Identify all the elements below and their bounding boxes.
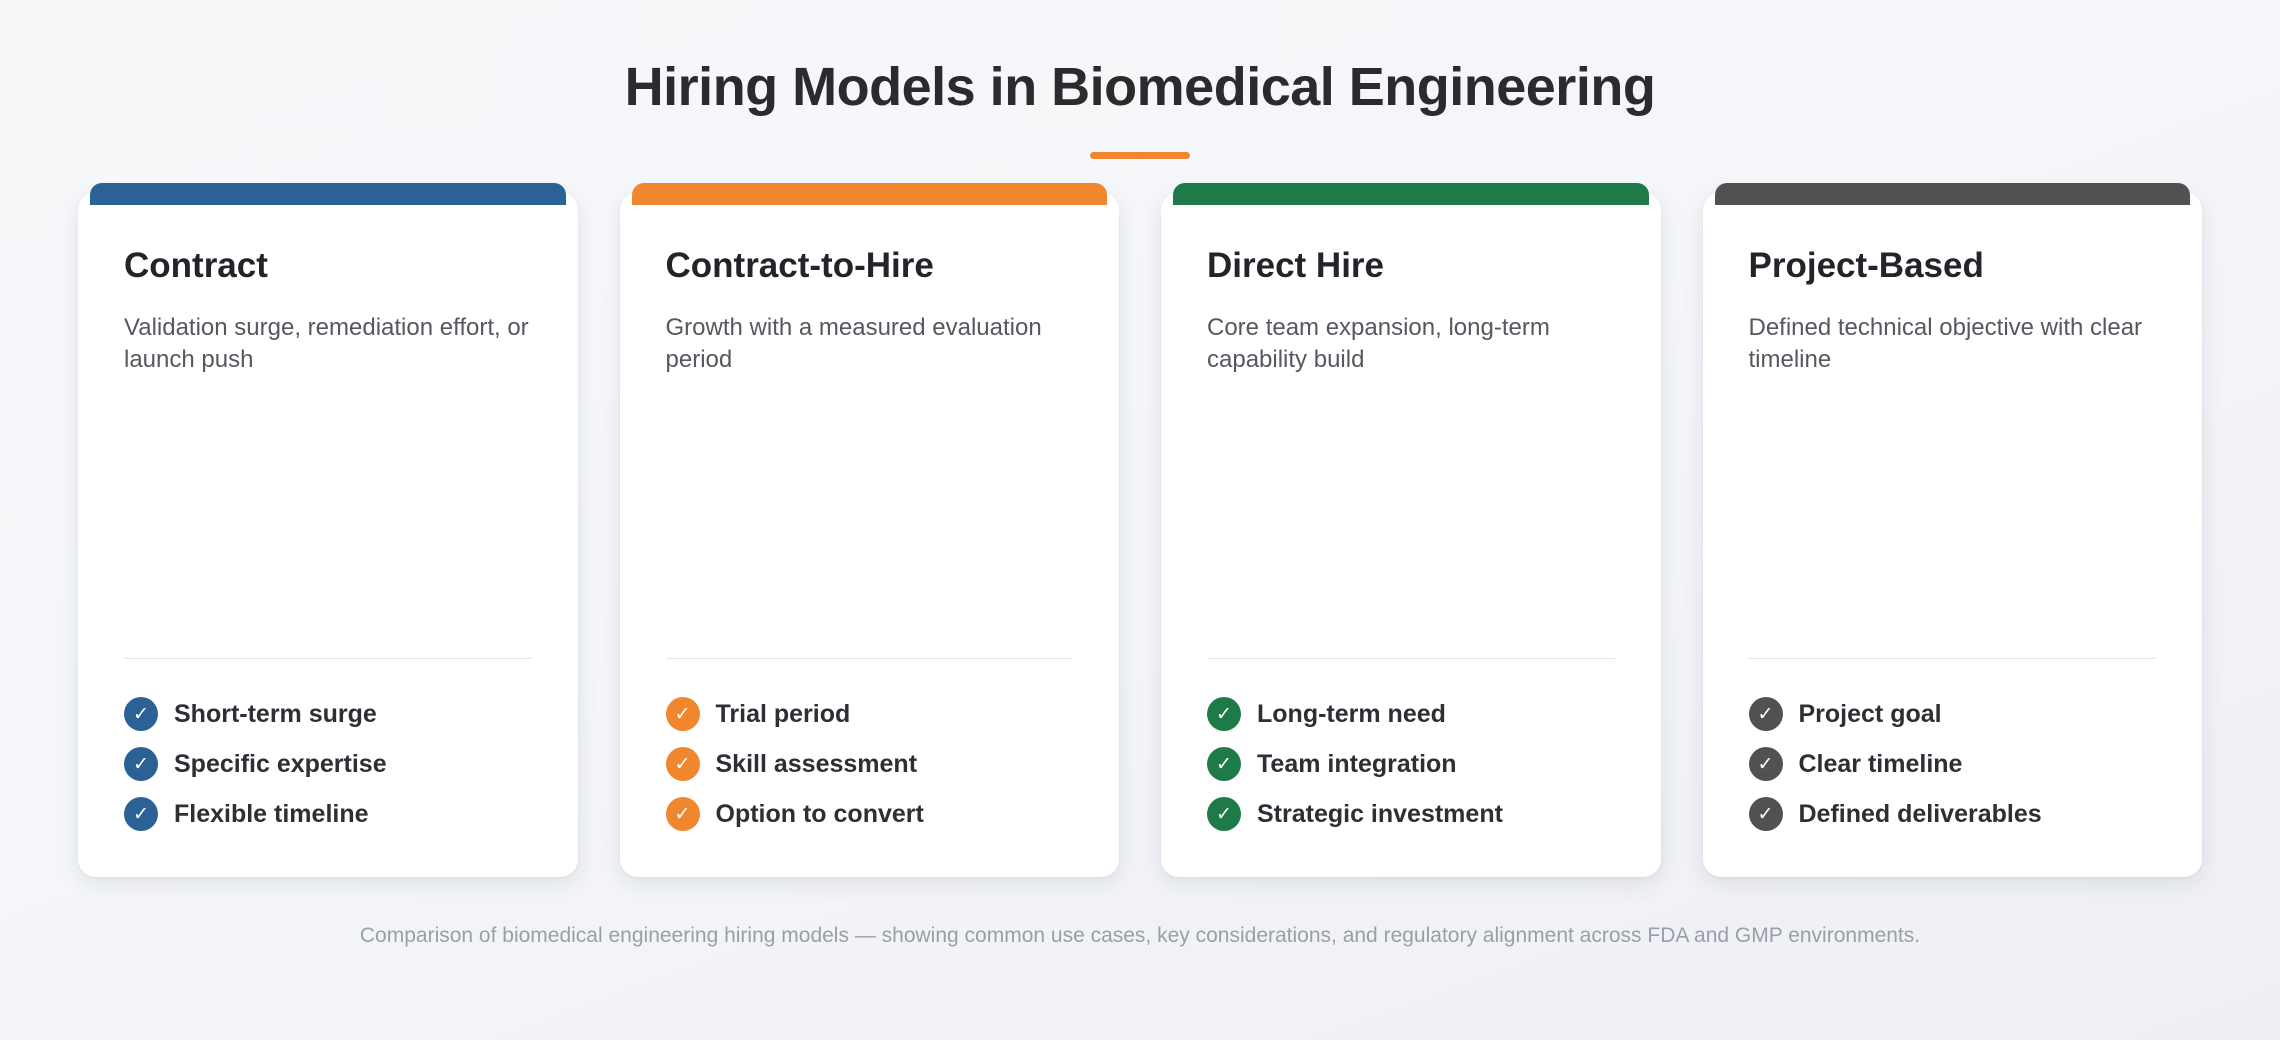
card-title: Project-Based [1748,246,1984,286]
footer-caption: Comparison of biomedical engineering hir… [359,924,1921,948]
feature-label: Clear timeline [1798,749,1963,778]
check-circle-icon: ✓ [1207,747,1241,782]
feature-label: Short-term surge [174,699,377,728]
feature-label: Option to convert [715,799,924,828]
list-item: ✓ Option to convert [665,797,1074,832]
list-item: ✓ Defined deliverables [1748,797,2157,832]
feature-label: Defined deliverables [1798,799,2042,828]
card-spacer [1749,375,2157,658]
card-body: Contract-to-Hire Growth with a measured … [665,246,1074,837]
feature-label: Flexible timeline [174,799,369,828]
check-circle-icon: ✓ [124,797,158,832]
card-title: Contract-to-Hire [665,246,934,286]
feature-label: Specific expertise [174,749,387,778]
list-item: ✓ Specific expertise [124,747,532,782]
card-feature-list: ✓ Short-term surge ✓ Specific expertise … [124,697,532,837]
list-item: ✓ Project goal [1748,697,2157,732]
check-circle-icon: ✓ [1748,747,1783,782]
feature-label: Team integration [1257,749,1457,778]
hiring-model-card-contract-to-hire[interactable]: Contract-to-Hire Growth with a measured … [619,183,1119,878]
card-spacer [666,375,1074,658]
card-accent-bar [90,183,566,206]
check-circle-icon: ✓ [124,747,158,782]
title-accent-bar [1090,152,1190,160]
card-feature-list: ✓ Long-term need ✓ Team integration ✓ St… [1207,697,1615,837]
feature-label: Trial period [715,699,851,728]
list-item: ✓ Strategic investment [1207,797,1615,832]
check-circle-icon: ✓ [1748,797,1783,832]
card-spacer [1207,375,1615,658]
card-title: Direct Hire [1207,246,1385,286]
hiring-model-card-direct-hire[interactable]: Direct Hire Core team expansion, long-te… [1161,183,1661,878]
card-accent-bar [631,183,1107,206]
check-circle-icon: ✓ [665,797,700,832]
hiring-model-card-row: Contract Validation surge, remediation e… [0,183,2280,878]
hiring-model-card-contract[interactable]: Contract Validation surge, remediation e… [78,183,578,878]
check-circle-icon: ✓ [1207,697,1241,732]
footer: Comparison of biomedical engineering hir… [0,877,2280,1040]
feature-label: Strategic investment [1257,799,1503,828]
card-description: Defined technical objective with clear t… [1748,313,2143,373]
card-divider [124,658,532,660]
feature-label: Project goal [1798,699,1942,728]
list-item: ✓ Flexible timeline [124,797,532,832]
header: Hiring Models in Biomedical Engineering [0,0,2280,160]
check-circle-icon: ✓ [1207,797,1241,832]
list-item: ✓ Short-term surge [124,697,532,732]
check-circle-icon: ✓ [1748,697,1783,732]
check-circle-icon: ✓ [665,697,700,732]
card-feature-list: ✓ Trial period ✓ Skill assessment ✓ Opti… [665,697,1074,837]
check-circle-icon: ✓ [665,747,700,782]
list-item: ✓ Clear timeline [1748,747,2157,782]
card-divider [1748,658,2156,660]
card-description: Core team expansion, long-term capabilit… [1207,313,1550,373]
card-accent-bar [1714,183,2190,206]
hiring-model-card-project-based[interactable]: Project-Based Defined technical objectiv… [1702,183,2202,878]
card-title: Contract [124,246,268,286]
page-title: Hiring Models in Biomedical Engineering [624,57,1656,117]
card-accent-bar [1173,183,1649,206]
card-description: Growth with a measured evaluation period [665,313,1042,373]
list-item: ✓ Skill assessment [665,747,1074,782]
card-feature-list: ✓ Project goal ✓ Clear timeline ✓ Define… [1748,697,2157,837]
card-divider [1207,658,1615,660]
card-body: Contract Validation surge, remediation e… [124,246,532,837]
list-item: ✓ Long-term need [1207,697,1615,732]
list-item: ✓ Trial period [665,697,1074,732]
feature-label: Skill assessment [715,749,918,778]
card-description: Validation surge, remediation effort, or… [124,313,529,373]
feature-label: Long-term need [1257,699,1446,728]
check-circle-icon: ✓ [124,697,158,732]
card-body: Project-Based Defined technical objectiv… [1748,246,2157,837]
card-spacer [124,375,532,658]
list-item: ✓ Team integration [1207,747,1615,782]
card-divider [665,658,1073,660]
card-body: Direct Hire Core team expansion, long-te… [1207,246,1615,837]
